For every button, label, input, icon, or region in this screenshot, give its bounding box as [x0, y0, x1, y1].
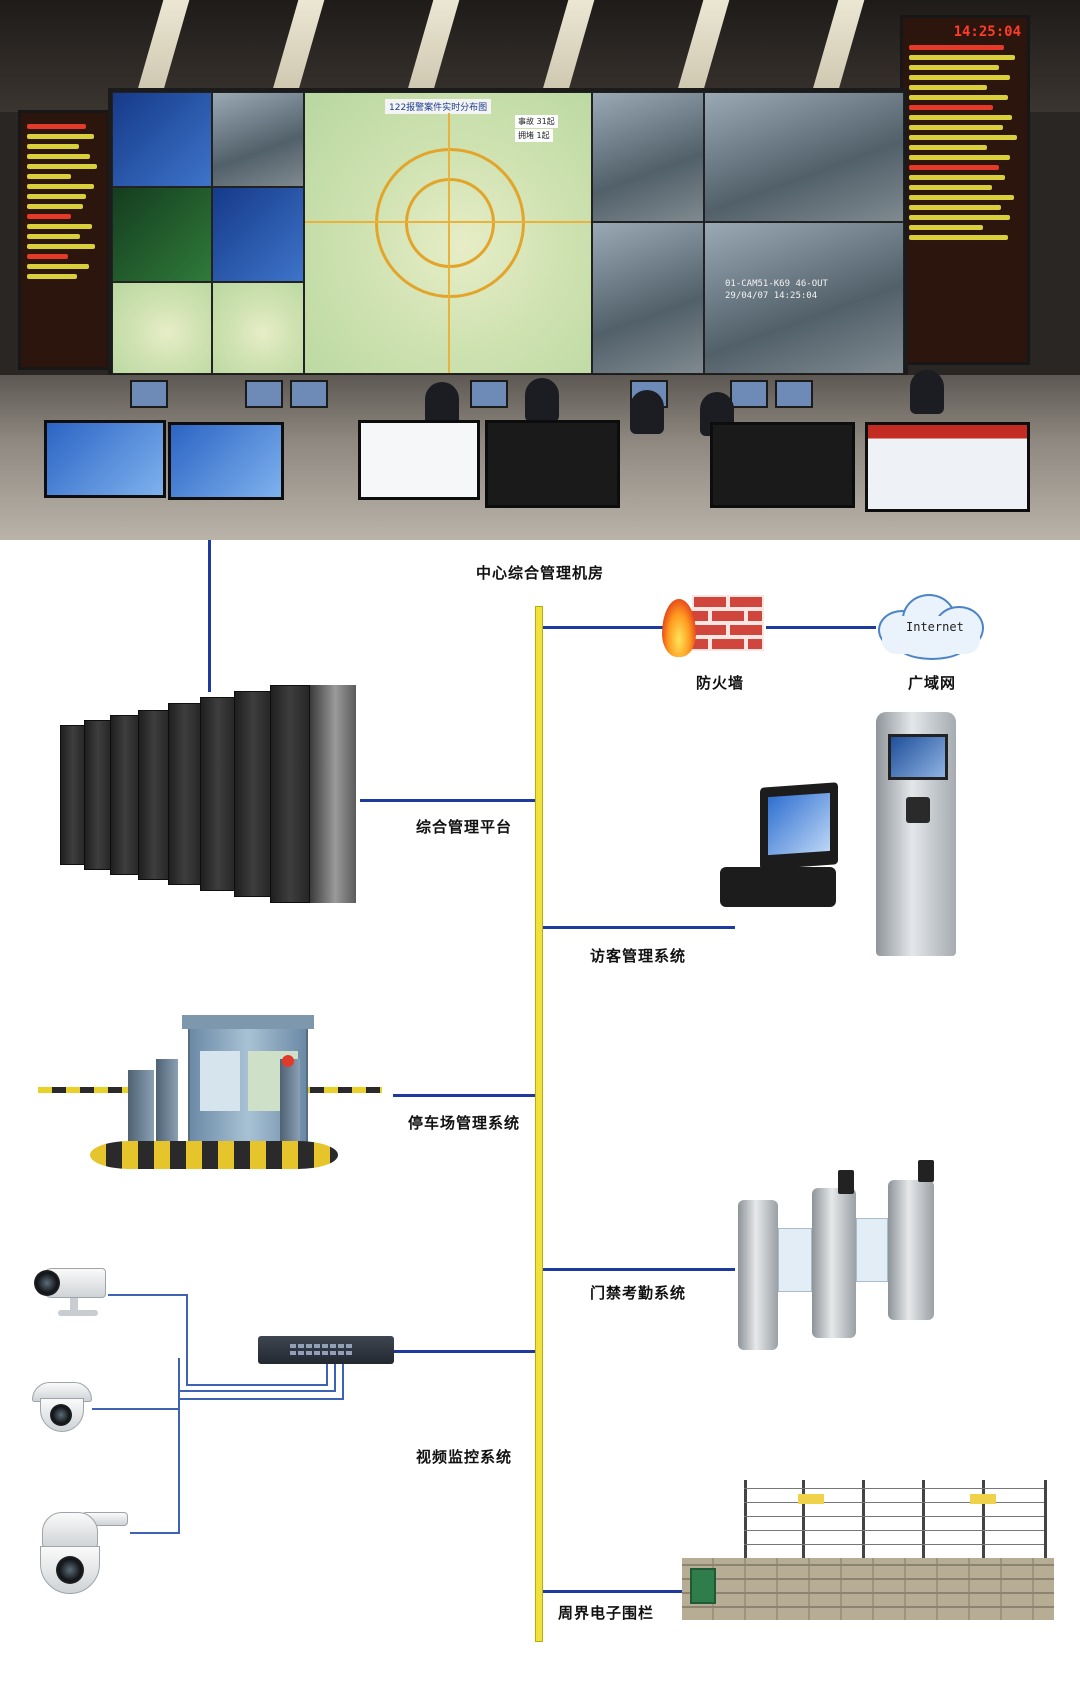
- firewall-label: 防火墙: [696, 674, 745, 692]
- network-switch-icon: [258, 1336, 394, 1364]
- desk-monitor: [130, 380, 168, 408]
- internet-text: Internet: [906, 620, 964, 634]
- desk-monitor: [775, 380, 813, 408]
- led-board-left: [18, 110, 110, 370]
- kiosk-icon: [866, 712, 966, 956]
- desk-monitor-large: [44, 420, 166, 498]
- traffic-camera-tile: 01-CAM51-K69 46-OUT 29/04/07 14:25:04: [704, 222, 904, 374]
- turnstile-icon: [734, 1160, 966, 1350]
- traffic-camera-tile: [592, 222, 704, 374]
- platform-link: [360, 799, 535, 802]
- led-clock: 14:25:04: [953, 24, 1021, 40]
- access-label: 门禁考勤系统: [590, 1284, 687, 1302]
- access-link: [543, 1268, 735, 1271]
- ptz-camera-icon: [38, 1502, 130, 1602]
- fence-link: [543, 1590, 685, 1593]
- wall-tile: [212, 187, 304, 282]
- ceiling-light: [539, 0, 597, 99]
- video-link: [394, 1350, 535, 1353]
- desk-monitor: [730, 380, 768, 408]
- wall-tile: [212, 92, 304, 187]
- operator: [425, 382, 459, 426]
- bullet-camera-icon: [30, 1260, 112, 1320]
- fence-label: 周界电子围栏: [558, 1604, 655, 1622]
- desk-monitor-large: [865, 422, 1030, 512]
- desk-monitor-large: [485, 420, 620, 508]
- wan-link: [766, 626, 876, 629]
- parking-link: [393, 1094, 535, 1097]
- ceiling-light: [269, 0, 327, 99]
- control-room-photo: 14:25:04 122报警案件实时分布图 事故 31起 拥堵: [0, 0, 1080, 540]
- wall-tile: [112, 187, 212, 282]
- visitor-label: 访客管理系统: [590, 947, 687, 965]
- traffic-camera-tile: [704, 92, 904, 222]
- desk-monitor: [290, 380, 328, 408]
- map-title: 122报警案件实时分布图: [385, 99, 492, 114]
- desk-monitor-large: [168, 422, 284, 500]
- firewall-link: [543, 626, 663, 629]
- operator: [910, 370, 944, 414]
- wall-tile: [112, 282, 212, 374]
- camera-caption-2: 29/04/07 14:25:04: [725, 291, 818, 301]
- operator: [525, 378, 559, 422]
- ceiling-light: [134, 0, 192, 99]
- video-label: 视频监控系统: [416, 1448, 513, 1466]
- video-wall: 122报警案件实时分布图 事故 31起 拥堵 1起 01-CAM51-K69 4…: [108, 88, 908, 378]
- electric-fence-icon: [682, 1480, 1054, 1620]
- photo-server-link: [208, 540, 211, 692]
- parking-barrier-icon: [38, 1015, 383, 1175]
- map-legend-2: 拥堵 1起: [515, 129, 553, 142]
- cloud-icon: Internet: [872, 588, 990, 668]
- led-board-right: 14:25:04: [900, 15, 1030, 365]
- desk-monitor: [245, 380, 283, 408]
- ceiling-light: [809, 0, 867, 99]
- wall-tile: [212, 282, 304, 374]
- server-racks: [60, 685, 360, 915]
- dome-camera-icon: [32, 1382, 94, 1438]
- parking-label: 停车场管理系统: [408, 1114, 521, 1132]
- wan-label: 广域网: [908, 674, 957, 692]
- map-legend-1: 事故 31起: [515, 115, 558, 128]
- operator: [630, 390, 664, 434]
- city-map: 122报警案件实时分布图 事故 31起 拥堵 1起: [304, 92, 592, 374]
- desk-monitor: [470, 380, 508, 408]
- camera-caption-1: 01-CAM51-K69 46-OUT: [725, 279, 828, 289]
- visitor-terminal-icon: [720, 782, 840, 910]
- network-diagram: 中心综合管理机房 综合管理平台 防火墙: [0, 540, 1080, 1692]
- platform-label: 综合管理平台: [416, 818, 513, 836]
- system-bus: [535, 606, 543, 1642]
- diagram-title: 中心综合管理机房: [476, 564, 605, 582]
- desk-monitor-large: [358, 420, 480, 500]
- ceiling-light: [674, 0, 732, 99]
- traffic-camera-tile: [592, 92, 704, 222]
- visitor-link: [543, 926, 735, 929]
- ceiling-light: [404, 0, 462, 99]
- firewall-icon: [660, 595, 766, 659]
- desk-monitor-large: [710, 422, 855, 508]
- wall-tile: [112, 92, 212, 187]
